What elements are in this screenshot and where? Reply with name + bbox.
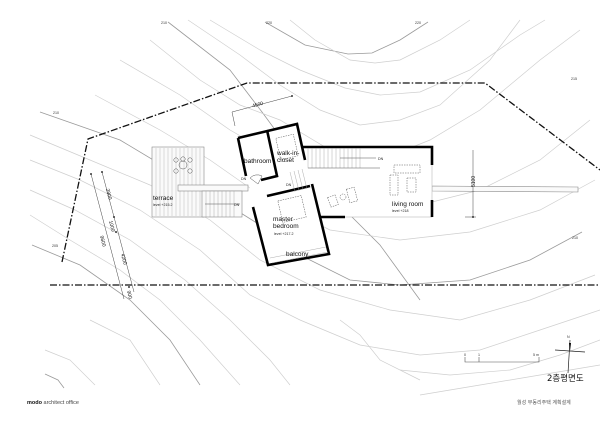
svg-text:DN: DN: [241, 177, 247, 181]
terrace-label: terrace: [153, 195, 174, 202]
svg-text:5 m: 5 m: [533, 353, 539, 357]
closet-label-line1: walk-in-: [276, 150, 299, 157]
svg-text:210: 210: [572, 236, 578, 240]
master-bedroom-label-line1: master: [273, 216, 294, 223]
svg-text:1000: 1000: [107, 220, 116, 233]
bedroom-wing: [236, 122, 331, 267]
balcony-label: balcony: [286, 251, 309, 258]
east-deck: [431, 185, 579, 193]
svg-text:4200: 4200: [119, 253, 128, 266]
project-name: 월성 부동리주택 계획설계: [517, 399, 571, 406]
svg-text:205: 205: [52, 244, 58, 248]
svg-text:DN: DN: [286, 183, 292, 187]
closet-label-line2: closet: [277, 157, 294, 164]
living-room-level: level +218: [392, 209, 408, 213]
master-bedroom-label-line2: bedroom: [273, 223, 299, 230]
svg-text:220: 220: [266, 21, 272, 25]
contour-labels: 210 220 220 215 210 205 210: [52, 21, 578, 248]
drawing-title: 2층평면도: [547, 373, 584, 384]
scale-bar: 0 1 5 m: [464, 353, 540, 363]
bathroom-label: bathroom: [244, 158, 271, 165]
svg-text:N: N: [567, 335, 570, 339]
svg-text:0: 0: [464, 353, 466, 357]
svg-text:900: 900: [125, 290, 133, 300]
svg-text:210: 210: [161, 21, 167, 25]
master-bedroom-level: level +217.2: [274, 232, 293, 236]
svg-text:215: 215: [571, 77, 577, 81]
svg-text:DN: DN: [378, 157, 384, 161]
svg-text:2900: 2900: [104, 188, 113, 201]
living-room-label: living room: [392, 201, 423, 208]
north-arrow-icon: N: [554, 335, 586, 374]
svg-text:9600: 9600: [98, 235, 107, 248]
svg-text:5100: 5100: [471, 176, 477, 187]
svg-text:1: 1: [478, 353, 480, 357]
site-boundary: [61, 82, 600, 263]
svg-text:220: 220: [415, 21, 421, 25]
svg-text:4500: 4500: [252, 101, 265, 110]
terrace-level: level +215.2: [153, 203, 172, 207]
entry-bridge-stair: [177, 184, 249, 218]
office-name: modo architect office: [27, 400, 79, 406]
dimension-lines: 4500 5100 2900 1000 9600 4200 900: [90, 95, 477, 300]
terrace-deck: [151, 146, 205, 218]
svg-text:DN: DN: [234, 203, 240, 207]
living-room-block: [302, 145, 434, 219]
svg-text:210: 210: [53, 111, 59, 115]
